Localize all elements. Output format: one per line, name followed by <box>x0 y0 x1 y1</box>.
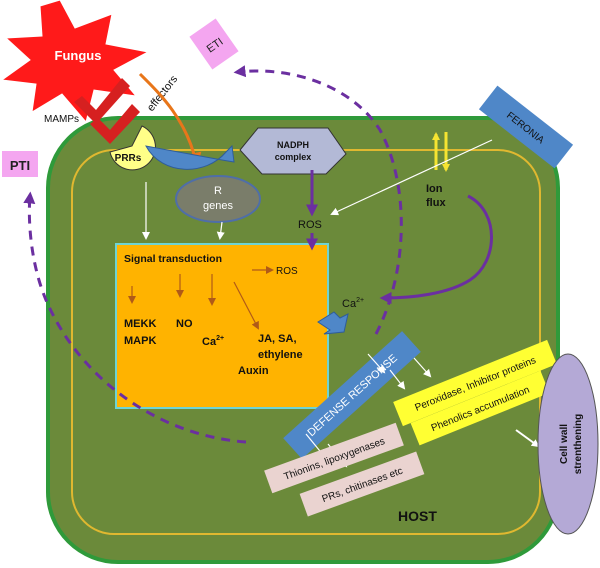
host-label: HOST <box>398 508 437 524</box>
prrs-receptor <box>109 125 156 171</box>
prr-nadph-swoosh <box>145 144 235 170</box>
eti-badge <box>189 18 239 70</box>
peroxidase-box <box>393 339 557 427</box>
effectors-label: effectors <box>145 73 181 114</box>
phenolics-cellwall-arrow <box>515 429 540 448</box>
ja-arrow <box>233 281 259 330</box>
signal-transduction-label: Signal transduction <box>124 253 222 265</box>
auxin-label: Auxin <box>238 365 269 377</box>
mamp-chevron-icon <box>74 78 130 124</box>
cell-wall-strengthening <box>537 353 599 535</box>
ja-label-1: JA, SA, <box>258 333 297 345</box>
pti-label: PTI <box>10 158 30 173</box>
phenolics-box <box>410 370 550 446</box>
defense-arrow-3 <box>413 357 432 378</box>
ja-label-2: ethylene <box>258 349 303 361</box>
r-genes <box>175 175 261 223</box>
effector-arrow <box>138 72 202 168</box>
feronia-arrow <box>330 139 493 216</box>
mekk-label: MEKK <box>124 318 156 330</box>
defense-arrow-2 <box>389 369 406 390</box>
prrs-label: PRRs <box>115 153 142 164</box>
ca-to-box-arrow <box>317 311 349 335</box>
fungus-label: Fungus <box>55 48 102 63</box>
defense-response-box <box>283 331 421 459</box>
no-label: NO <box>176 318 193 330</box>
ca-box-label: Ca2+ <box>202 335 224 348</box>
nadph-complex <box>239 127 347 175</box>
thionins-box <box>264 422 404 494</box>
ion-ca-arrow <box>379 194 493 304</box>
ca-right-label: Ca2+ <box>342 297 364 310</box>
eti-dashed-arrow <box>233 65 403 335</box>
nadph-label-1: NADPH <box>277 140 309 150</box>
rgenes-signal-arrow <box>216 221 225 240</box>
pti-dashed-arrow <box>23 191 247 444</box>
nadph-label-2: complex <box>275 152 312 162</box>
ion-flux-label-2: flux <box>426 197 446 209</box>
prs-box <box>299 451 425 517</box>
ion-flux-label-1: Ion <box>426 183 443 195</box>
cellwall-label-1: Cell wall <box>559 424 570 464</box>
feronia-receptor <box>478 85 574 169</box>
mapk-label: MAPK <box>124 335 156 347</box>
signal-transduction-box <box>115 243 329 409</box>
pti-badge <box>2 151 38 177</box>
r-genes-label-1: R <box>214 185 222 197</box>
r-genes-label-2: genes <box>203 200 233 212</box>
mamp-chevron-icon <box>90 104 140 144</box>
cellwall-label-2: strenthening <box>573 414 584 475</box>
box-ros-label: ROS <box>276 266 298 277</box>
defense-arrow-1 <box>367 353 386 374</box>
ros-top-label: ROS <box>298 219 322 231</box>
mamps-label: MAMPs <box>44 114 79 125</box>
